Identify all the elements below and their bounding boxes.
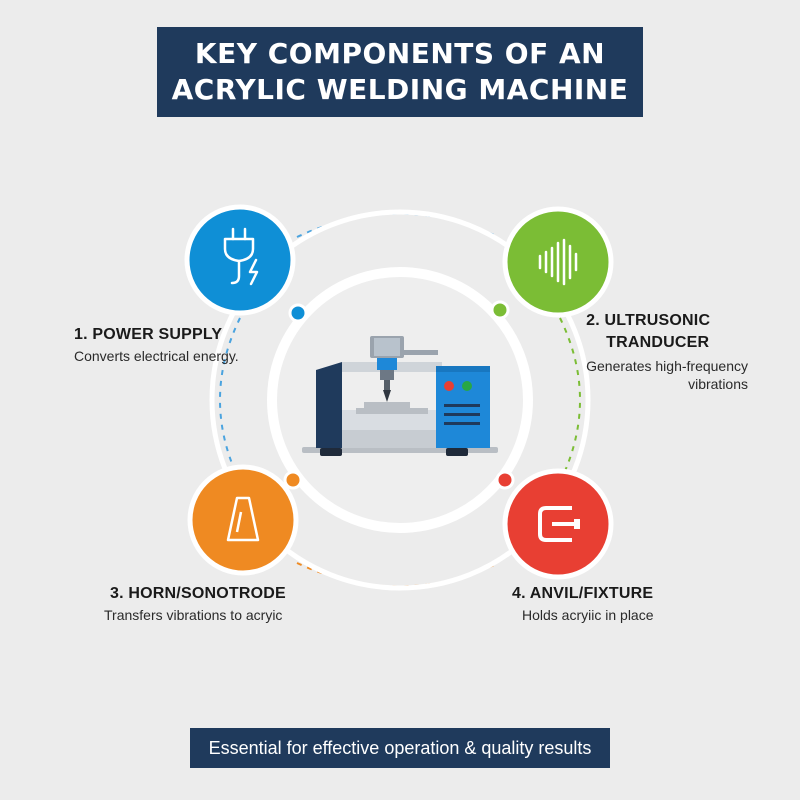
clamp-icon xyxy=(538,506,580,542)
power-supply-title: 1. POWER SUPPLY xyxy=(74,326,223,343)
anvil-description: Holds acryiic in place xyxy=(522,607,654,623)
anvil-node xyxy=(502,468,614,580)
power-supply-label: 1. POWER SUPPLY Converts electrical ener… xyxy=(74,326,239,364)
transducer-node xyxy=(502,206,614,318)
anvil-label: 4. ANVIL/FIXTURE Holds acryiic in place xyxy=(512,585,654,623)
connector-dot-red xyxy=(495,470,515,490)
welding-machine-icon xyxy=(302,336,498,456)
transducer-label: 2. ULTRUSONIC TRANDUCER Generates high-f… xyxy=(586,312,748,392)
power-supply-node xyxy=(184,204,296,316)
connector-dot-green xyxy=(490,300,510,320)
title-line-1: KEY COMPONENTS OF AN xyxy=(194,37,606,70)
center-circle xyxy=(267,267,533,533)
transducer-title-line-2: TRANDUCER xyxy=(606,334,710,351)
title-line-2: ACRYLIC WELDING MACHINE xyxy=(171,73,629,106)
footer-banner: Essential for effective operation & qual… xyxy=(190,728,610,768)
title-banner: KEY COMPONENTS OF AN ACRYLIC WELDING MAC… xyxy=(157,27,643,117)
connector-dot-blue xyxy=(288,303,308,323)
anvil-title: 4. ANVIL/FIXTURE xyxy=(512,585,654,602)
transducer-description-line-1: Generates high-frequency xyxy=(586,358,748,374)
connector-dot-orange xyxy=(283,470,303,490)
outer-ring xyxy=(209,209,591,591)
horn-label: 3. HORN/SONOTRODE Transfers vibrations t… xyxy=(104,585,286,623)
power-plug-icon xyxy=(223,227,259,286)
sound-wave-icon xyxy=(538,238,578,286)
horn-title: 3. HORN/SONOTRODE xyxy=(110,585,286,602)
horn-icon xyxy=(226,496,260,542)
transducer-description-line-2: vibrations xyxy=(688,376,748,392)
horn-node xyxy=(187,464,299,576)
power-supply-description: Converts electrical energy. xyxy=(74,348,239,364)
transducer-title-line-1: 2. ULTRUSONIC xyxy=(586,312,711,329)
horn-description: Transfers vibrations to acryic xyxy=(104,607,283,623)
